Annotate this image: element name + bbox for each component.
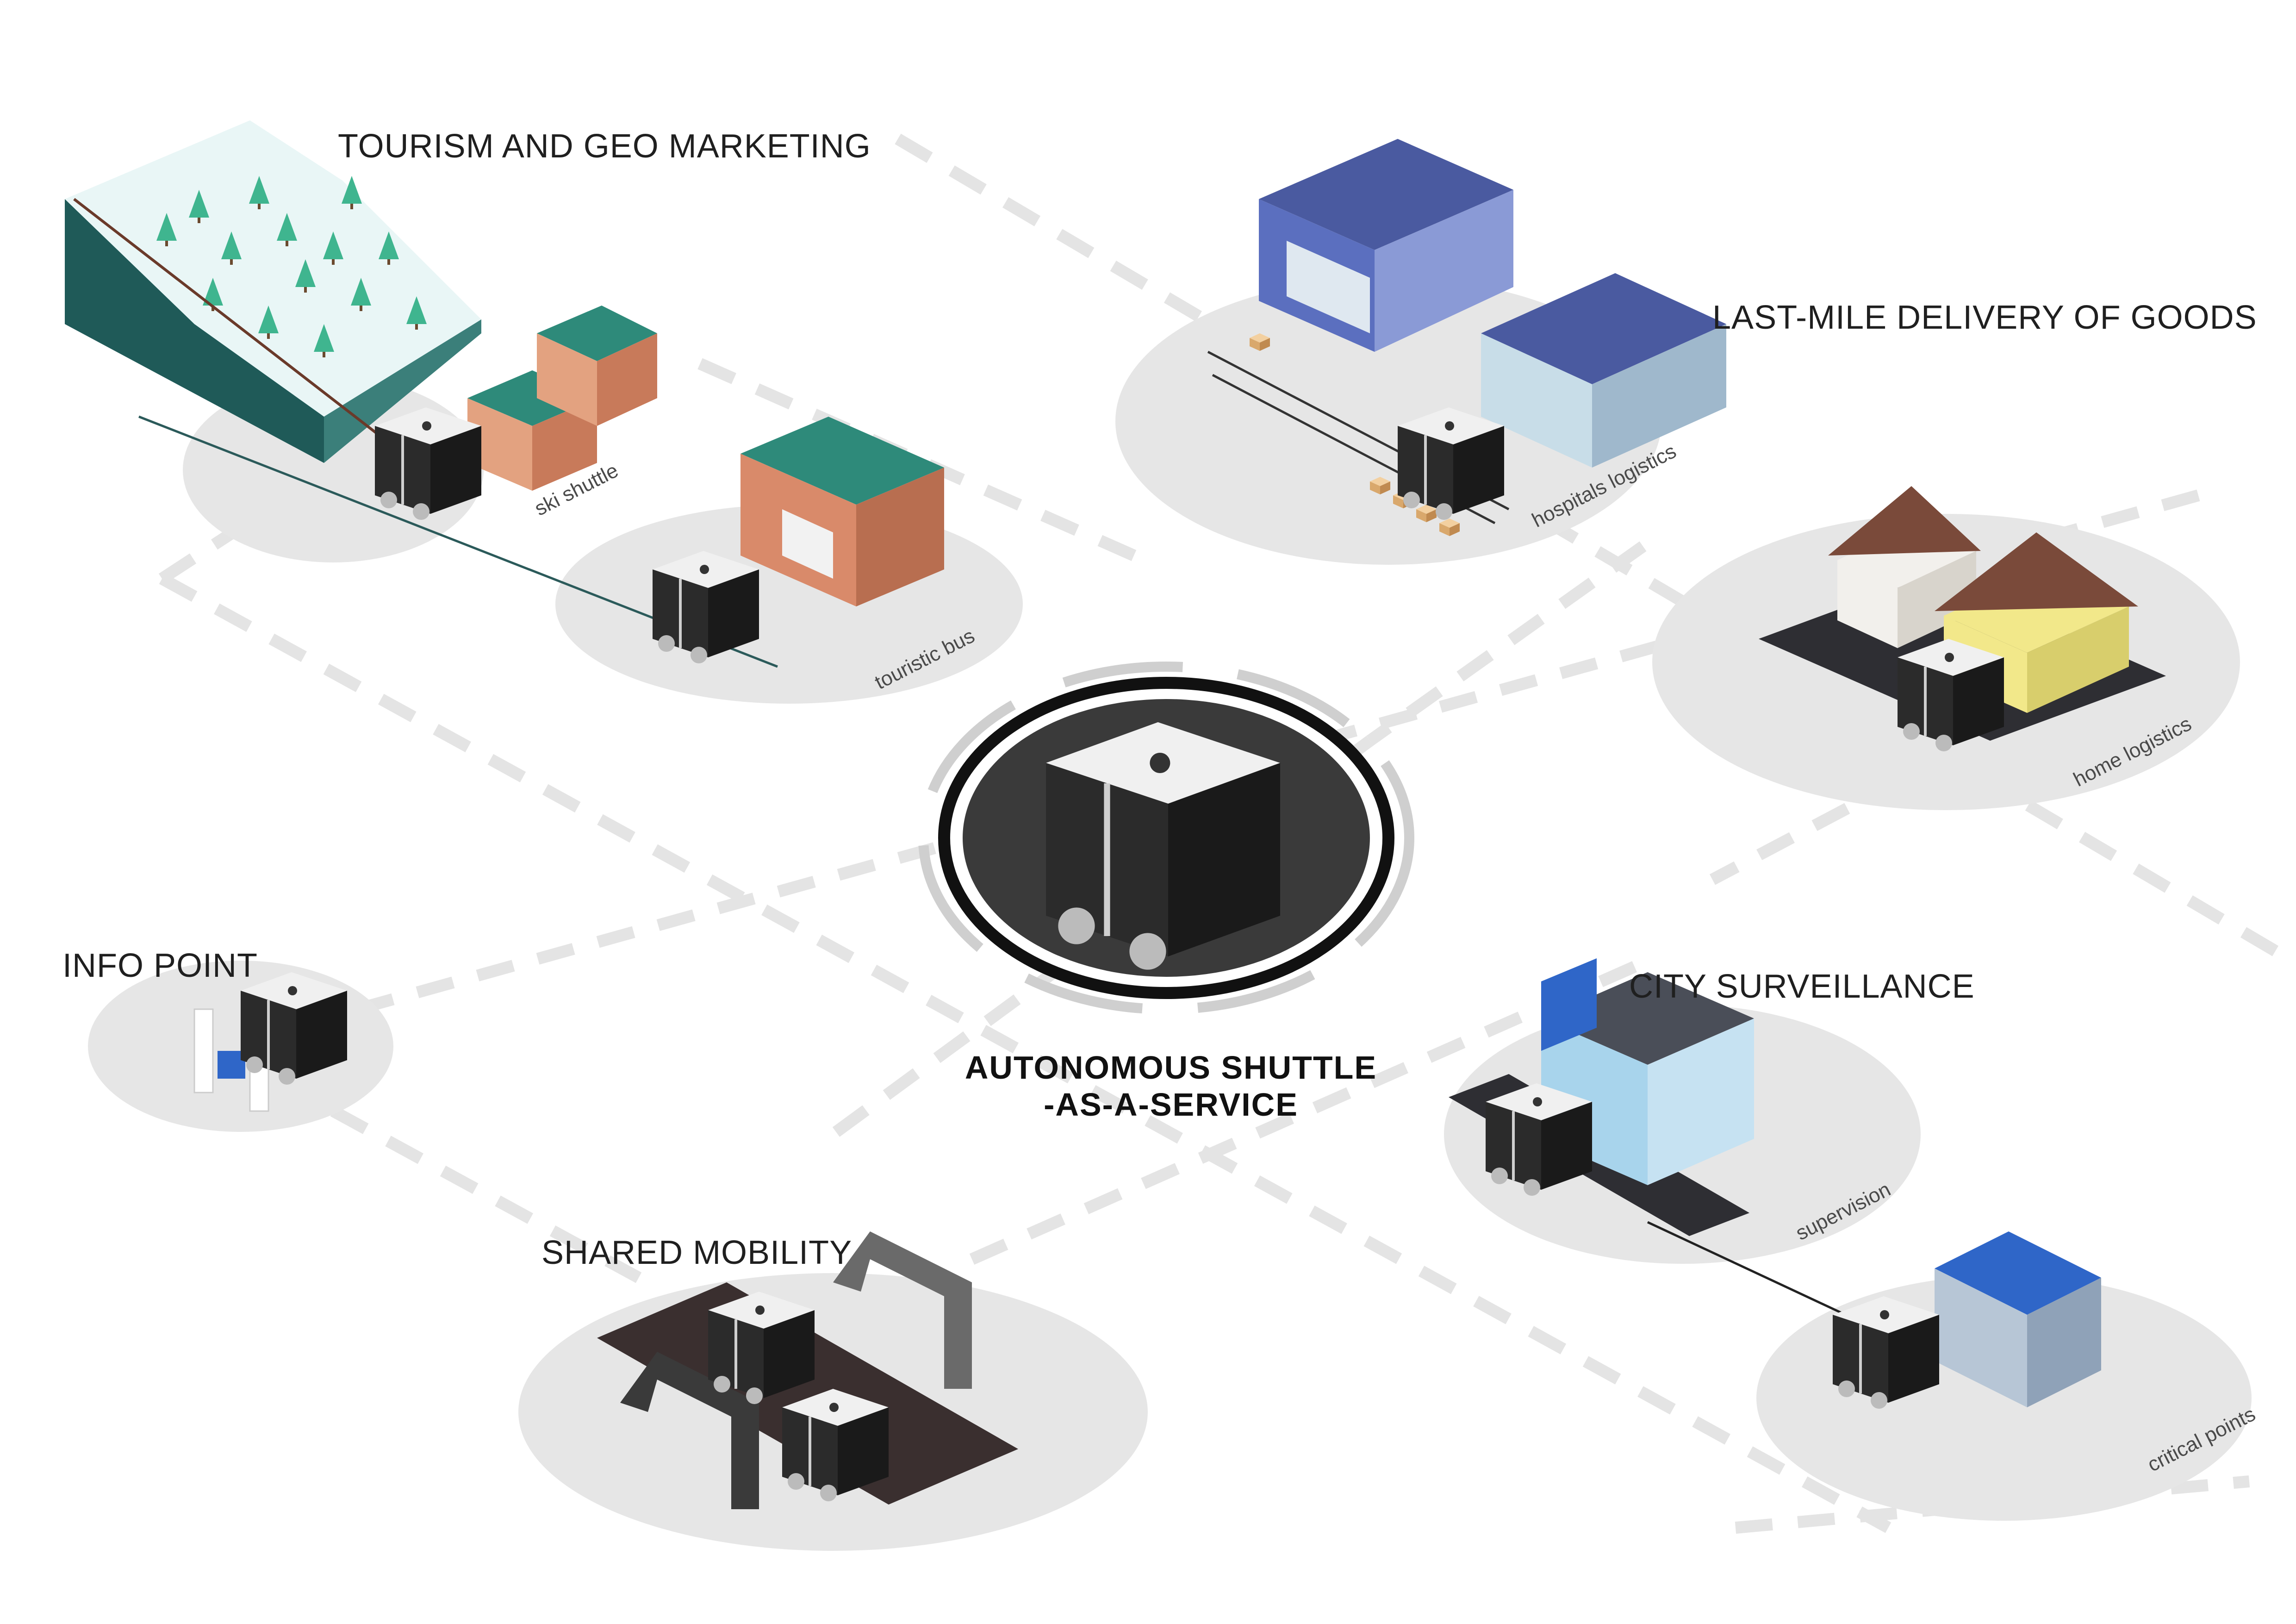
lab-icon [1481,273,1726,468]
center-title-line1: AUTONOMOUS SHUTTLE [965,1049,1377,1086]
bank-icon [1935,1231,2101,1407]
police-station-icon [1541,958,1754,1185]
center-hub [918,662,1414,1014]
city-surveillance-platform [1444,958,2252,1521]
shared-mobility-title: SHARED MOBILITY [541,1234,852,1271]
building-icon [740,417,944,606]
mountain-icon [65,120,481,463]
center-title-line2: -AS-A-SERVICE [1044,1087,1298,1123]
last-mile-platform [1115,139,2240,810]
last-mile-title: LAST-MILE DELIVERY OF GOODS [1712,299,2257,336]
info-point-platform [88,961,393,1132]
tourism-title: TOURISM AND GEO MARKETING [338,128,871,165]
building-icon [467,306,657,491]
shared-mobility-platform [518,1231,1148,1551]
lab-icon [1259,139,1513,352]
city-surveillance-title: CITY SURVEILLANCE [1629,968,1975,1005]
tourism-platform [65,120,1023,704]
info-point-title: INFO POINT [62,947,258,984]
